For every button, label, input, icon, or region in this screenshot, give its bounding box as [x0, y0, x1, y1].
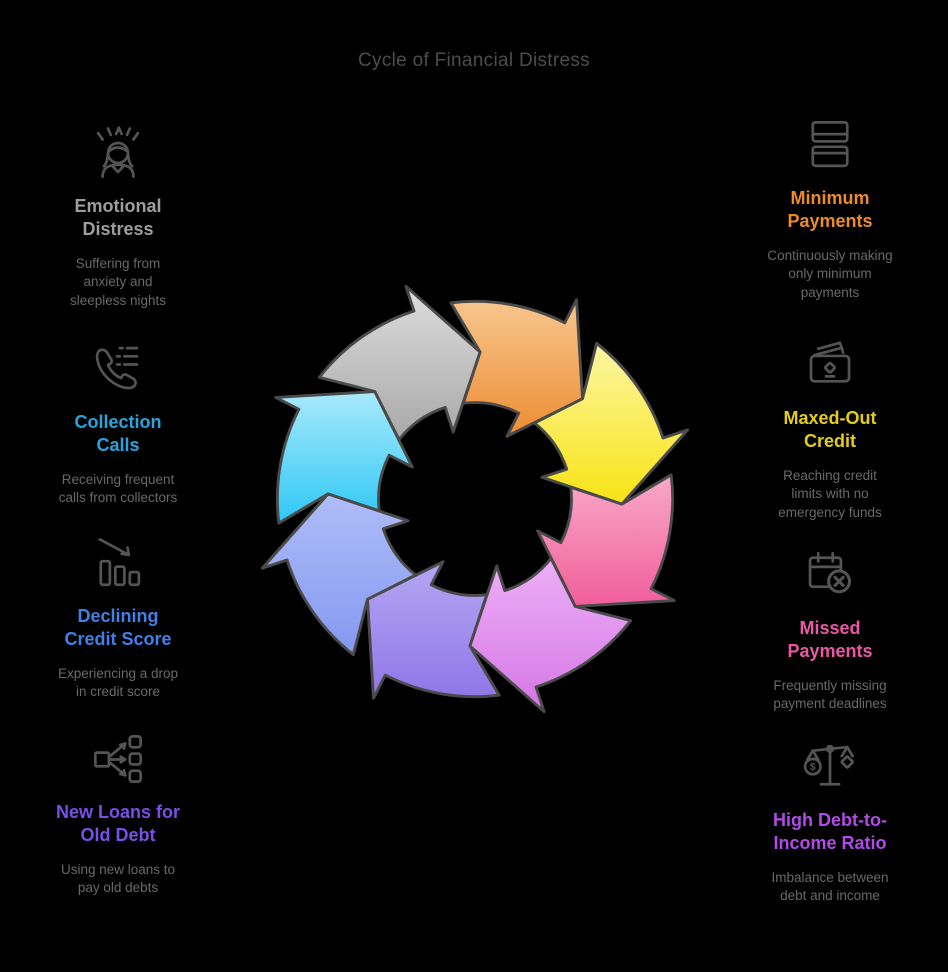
- item-description: Continuously making only minimum payment…: [767, 247, 893, 300]
- item-description: Reaching credit limits with no emergency…: [778, 467, 882, 520]
- item-description: Experiencing a drop in credit score: [57, 665, 179, 700]
- cycle-arrow-periwinkle: [260, 492, 418, 657]
- item-emotional-distress: Emotional Distress Suffering from anxiet…: [24, 124, 212, 310]
- item-heading: Minimum Payments: [787, 188, 873, 232]
- item-heading: Collection Calls: [74, 412, 162, 456]
- balance-scale-icon: $: [801, 738, 859, 796]
- cycle-arrow-orchid: [468, 556, 633, 714]
- svg-text:$: $: [810, 762, 816, 773]
- item-heading: New Loans for Old Debt: [55, 802, 180, 846]
- item-maxed-out-credit: Maxed-Out Credit Reaching credit limits …: [736, 336, 924, 522]
- fanned-credit-cards-icon: [801, 336, 859, 394]
- item-declining-credit-score: Declining Credit Score Experiencing a dr…: [24, 534, 212, 702]
- item-heading: Emotional Distress: [74, 196, 162, 240]
- item-minimum-payments: Minimum Payments Continuously making onl…: [736, 116, 924, 302]
- cycle-arrow-purple: [366, 560, 501, 700]
- cycle-arrow-yellow: [532, 341, 690, 506]
- item-high-debt-to-income-ratio: $ High Debt-to- Income Ratio Imbalance b…: [736, 738, 924, 906]
- cycle-arrow-orange: [449, 298, 584, 438]
- item-collection-calls: Collection Calls Receiving frequent call…: [24, 340, 212, 508]
- cycle-arrow-cyan: [274, 390, 414, 525]
- item-description: Receiving frequent calls from collectors: [58, 471, 178, 506]
- debt-branching-icon: [89, 730, 147, 788]
- cycle-arrow-gray: [317, 284, 482, 442]
- item-description: Using new loans to pay old debts: [60, 861, 176, 896]
- stressed-person-icon: [89, 124, 147, 182]
- calendar-x-icon: [801, 546, 859, 604]
- item-description: Imbalance between debt and income: [771, 869, 889, 904]
- stacked-cards-icon: [801, 116, 859, 174]
- item-missed-payments: Missed Payments Frequently missing payme…: [736, 546, 924, 714]
- item-heading: Declining Credit Score: [64, 606, 172, 650]
- item-description: Frequently missing payment deadlines: [773, 677, 887, 712]
- item-new-loans-for-old-debt: New Loans for Old Debt Using new loans t…: [24, 730, 212, 898]
- item-heading: High Debt-to- Income Ratio: [773, 810, 887, 854]
- item-heading: Missed Payments: [787, 618, 873, 662]
- page-title: Cycle of Financial Distress: [358, 50, 590, 71]
- item-description: Suffering from anxiety and sleepless nig…: [69, 255, 167, 308]
- cycle-arrow-pink: [536, 473, 676, 608]
- cycle-diagram: [260, 284, 690, 714]
- phone-call-list-icon: [89, 340, 147, 398]
- item-heading: Maxed-Out Credit: [783, 408, 877, 452]
- declining-bars-icon: [89, 534, 147, 592]
